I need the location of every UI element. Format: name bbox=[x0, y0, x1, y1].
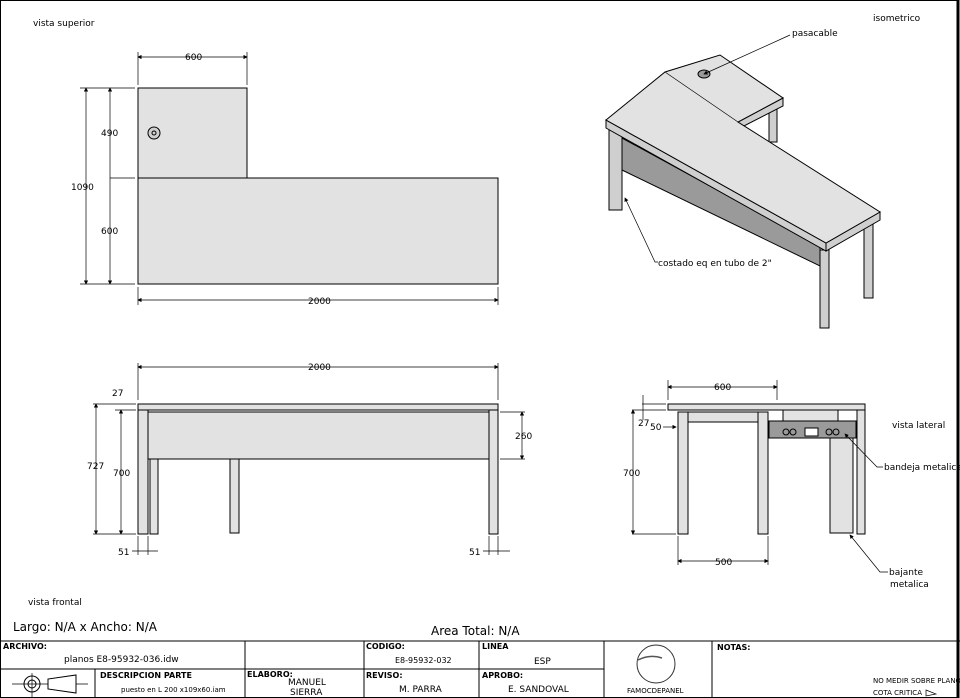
note-cota-critica: COTA CRITICA bbox=[873, 689, 922, 697]
dim-51-right: 51 bbox=[469, 548, 480, 558]
front-view: vista frontal 2000 27 727 700 260 51 51 bbox=[28, 363, 532, 608]
dim-27: 27 bbox=[112, 389, 123, 399]
dim-1090: 1090 bbox=[71, 183, 94, 193]
linea-label: LINEA bbox=[482, 642, 509, 651]
aprobo-value: E. SANDOVAL bbox=[508, 685, 569, 695]
archivo-value: planos E8-95932-036.idw bbox=[64, 655, 179, 665]
desk-top-front bbox=[137, 403, 499, 411]
callout-costado: costado eq en tubo de 2" bbox=[658, 259, 772, 269]
linea-value: ESP bbox=[534, 657, 551, 667]
dim-27-side: 27 bbox=[638, 419, 649, 429]
dim-600-side: 600 bbox=[714, 383, 731, 393]
area-summary: Area Total: N/A bbox=[431, 624, 520, 638]
dim-50: 50 bbox=[650, 423, 662, 433]
note-no-medir: NO MEDIR SOBRE PLANO bbox=[873, 677, 960, 685]
elaboro-value-1: MANUEL bbox=[288, 678, 326, 688]
svg-text:FAMOCDEPANEL: FAMOCDEPANEL bbox=[627, 687, 684, 695]
cable-riser bbox=[829, 437, 854, 534]
dim-490: 490 bbox=[101, 129, 118, 139]
isometric-view: isometrico pasacable costado eq en tubo … bbox=[605, 14, 921, 329]
callout-bandeja: bandeja metalica bbox=[884, 463, 960, 473]
dim-51-left: 51 bbox=[118, 548, 129, 558]
critical-dimension-icon bbox=[925, 689, 938, 697]
company-logo: FAMOCDEPANEL bbox=[627, 644, 684, 695]
dim-500: 500 bbox=[715, 558, 732, 568]
dim-2000: 2000 bbox=[308, 297, 331, 307]
grommet-icon bbox=[147, 126, 161, 140]
modesty-panel-front bbox=[147, 411, 490, 460]
dim-700-side: 700 bbox=[623, 469, 640, 479]
callout-bajante-1: bajante bbox=[889, 568, 923, 578]
dim-700: 700 bbox=[113, 469, 130, 479]
leg bbox=[863, 221, 874, 299]
projection-symbol-icon bbox=[12, 673, 88, 698]
callout-bajante-2: metalica bbox=[890, 580, 929, 590]
aprobo-label: APROBO: bbox=[482, 671, 523, 680]
top-view-label: vista superior bbox=[33, 19, 95, 29]
side-view: vista lateral 600 27 50 700 500 bandeja … bbox=[623, 380, 960, 590]
callout-pasacable: pasacable bbox=[792, 29, 838, 39]
dim-600-main: 600 bbox=[101, 227, 118, 237]
title-block: ARCHIVO: planos E8-95932-036.idw CODIGO:… bbox=[0, 640, 960, 698]
dim-727: 727 bbox=[87, 462, 104, 472]
side-view-label: vista lateral bbox=[892, 421, 945, 431]
descripcion-label: DESCRIPCION PARTE bbox=[100, 671, 192, 680]
main-top bbox=[137, 177, 499, 285]
desk-top-side bbox=[667, 403, 866, 411]
leg bbox=[819, 249, 830, 329]
descripcion-value: puesto en L 200 x109x60.iam bbox=[121, 686, 226, 694]
size-summary: Largo: N/A x Ancho: N/A bbox=[13, 620, 158, 634]
codigo-value: E8-95932-032 bbox=[395, 656, 452, 665]
codigo-label: CODIGO: bbox=[366, 642, 405, 651]
elaboro-label: ELABORO: bbox=[247, 670, 293, 679]
notas-label: NOTAS: bbox=[717, 643, 750, 652]
archivo-label: ARCHIVO: bbox=[3, 642, 47, 651]
return-top bbox=[137, 87, 248, 179]
iso-view-label: isometrico bbox=[873, 14, 921, 24]
leg bbox=[608, 129, 623, 211]
desk-top-iso bbox=[605, 54, 881, 244]
front-view-label: vista frontal bbox=[28, 598, 82, 608]
top-view: vista superior 600 490 1090 600 2000 bbox=[33, 19, 499, 307]
dim-600: 600 bbox=[185, 53, 202, 63]
reviso-label: REVISO: bbox=[366, 671, 403, 680]
reviso-value: M. PARRA bbox=[399, 685, 443, 695]
dim-2000-front: 2000 bbox=[308, 363, 331, 373]
dim-260: 260 bbox=[515, 432, 532, 442]
elaboro-value-2: SIERRA bbox=[290, 688, 323, 698]
